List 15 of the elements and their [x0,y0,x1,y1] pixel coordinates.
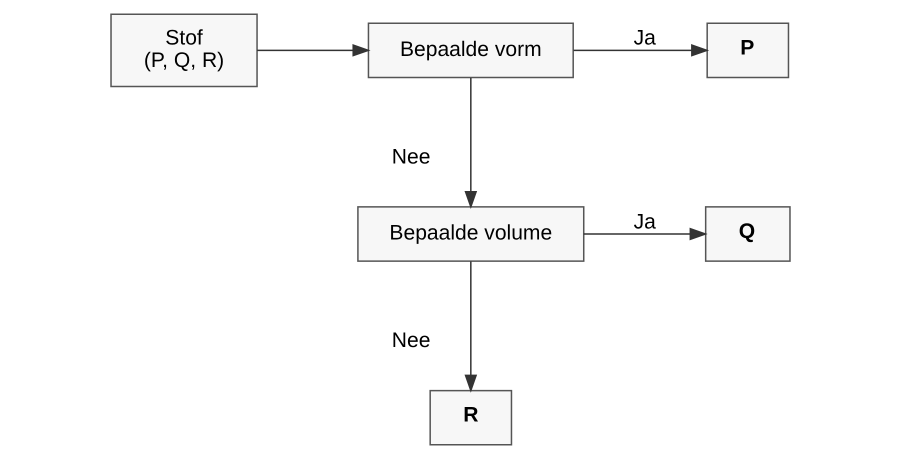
arrow [464,78,477,210]
edge-label: Nee [391,329,430,352]
arrow [583,228,708,240]
edge-label: Nee [391,145,430,168]
arrow [464,262,477,393]
node-box: P [706,22,789,78]
node-box: Q [704,206,790,262]
node-box: R [428,390,512,446]
node-box: Bepaalde volume [356,206,584,262]
edge-label: Ja [633,26,656,50]
arrow [573,44,709,57]
edge-label: Ja [633,210,656,234]
node-box: Bepaalde vorm [367,22,574,78]
arrow [256,44,370,57]
node-box: Stof (P, Q, R) [110,13,258,88]
